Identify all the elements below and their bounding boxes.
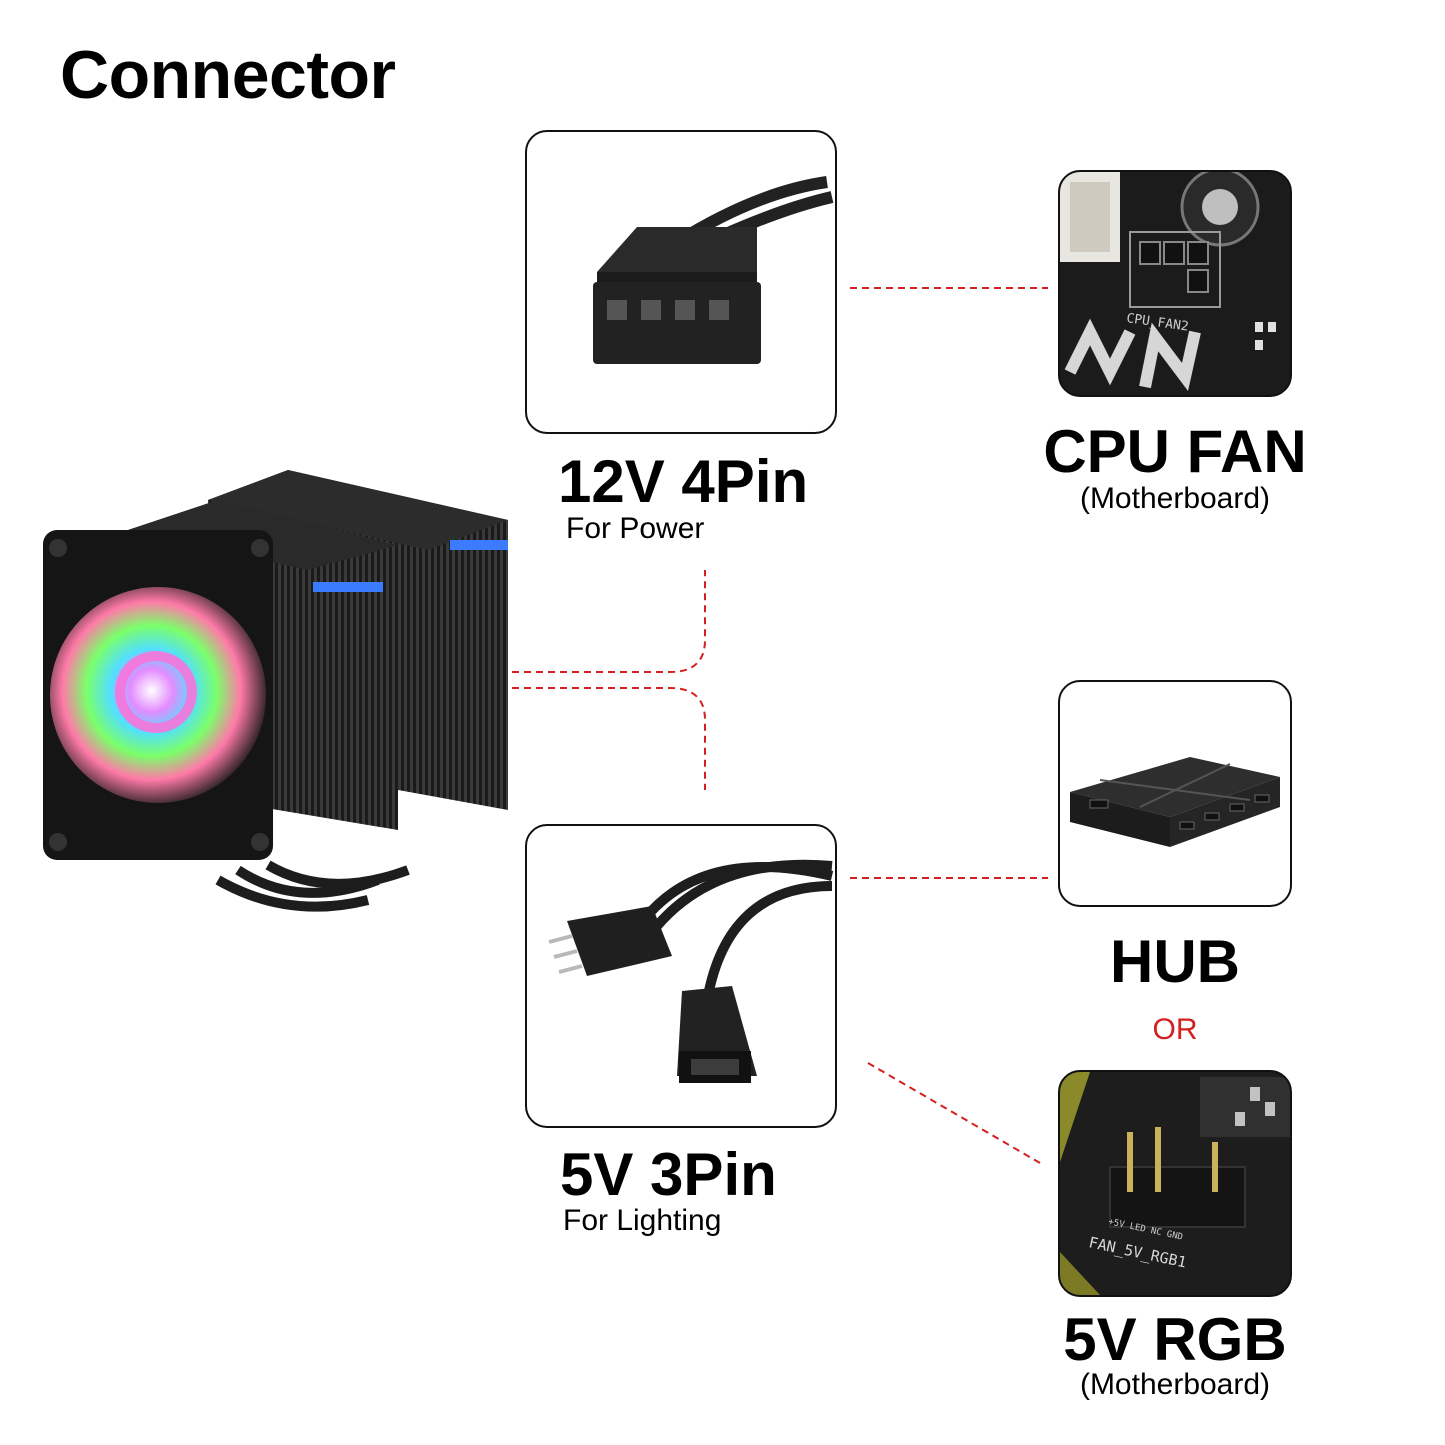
cpu-fan-box: CPU_FAN2 [1058, 170, 1292, 397]
cpu-fan-label: CPU FAN [1043, 418, 1307, 485]
power-connector-label: 12V 4Pin [558, 448, 809, 515]
hub-box [1058, 680, 1292, 907]
rgb-label: 5V RGB [1063, 1306, 1287, 1373]
lighting-connector-label: 5V 3Pin [560, 1141, 777, 1208]
cpu-cooler-image [43, 470, 508, 912]
power-connector-sub: For Power [566, 512, 705, 545]
motherboard-rgb-header-image: +5V LED NC GND FAN_5V_RGB1 [1060, 1072, 1290, 1295]
or-text: OR [1152, 1013, 1198, 1046]
page-title: Connector [60, 37, 396, 113]
rgb-header-box: +5V LED NC GND FAN_5V_RGB1 [1058, 1070, 1292, 1297]
rgb-sub: (Motherboard) [1079, 1368, 1271, 1401]
line-lighting-to-rgb [867, 1062, 1041, 1164]
line-cooler-to-power [500, 570, 706, 673]
hub-label: HUB [1110, 928, 1240, 995]
rgb-hub-image [1070, 757, 1280, 847]
power-connector-box [525, 130, 837, 434]
line-cooler-to-lighting [500, 687, 706, 790]
4pin-fan-connector-image [593, 176, 834, 364]
lighting-connector-box [525, 824, 837, 1128]
motherboard-fan-header-image: CPU_FAN2 [1060, 172, 1290, 395]
argb-splitter-cable-image [548, 859, 834, 1083]
lighting-connector-sub: For Lighting [563, 1204, 722, 1237]
cpu-fan-sub: (Motherboard) [1079, 482, 1271, 515]
